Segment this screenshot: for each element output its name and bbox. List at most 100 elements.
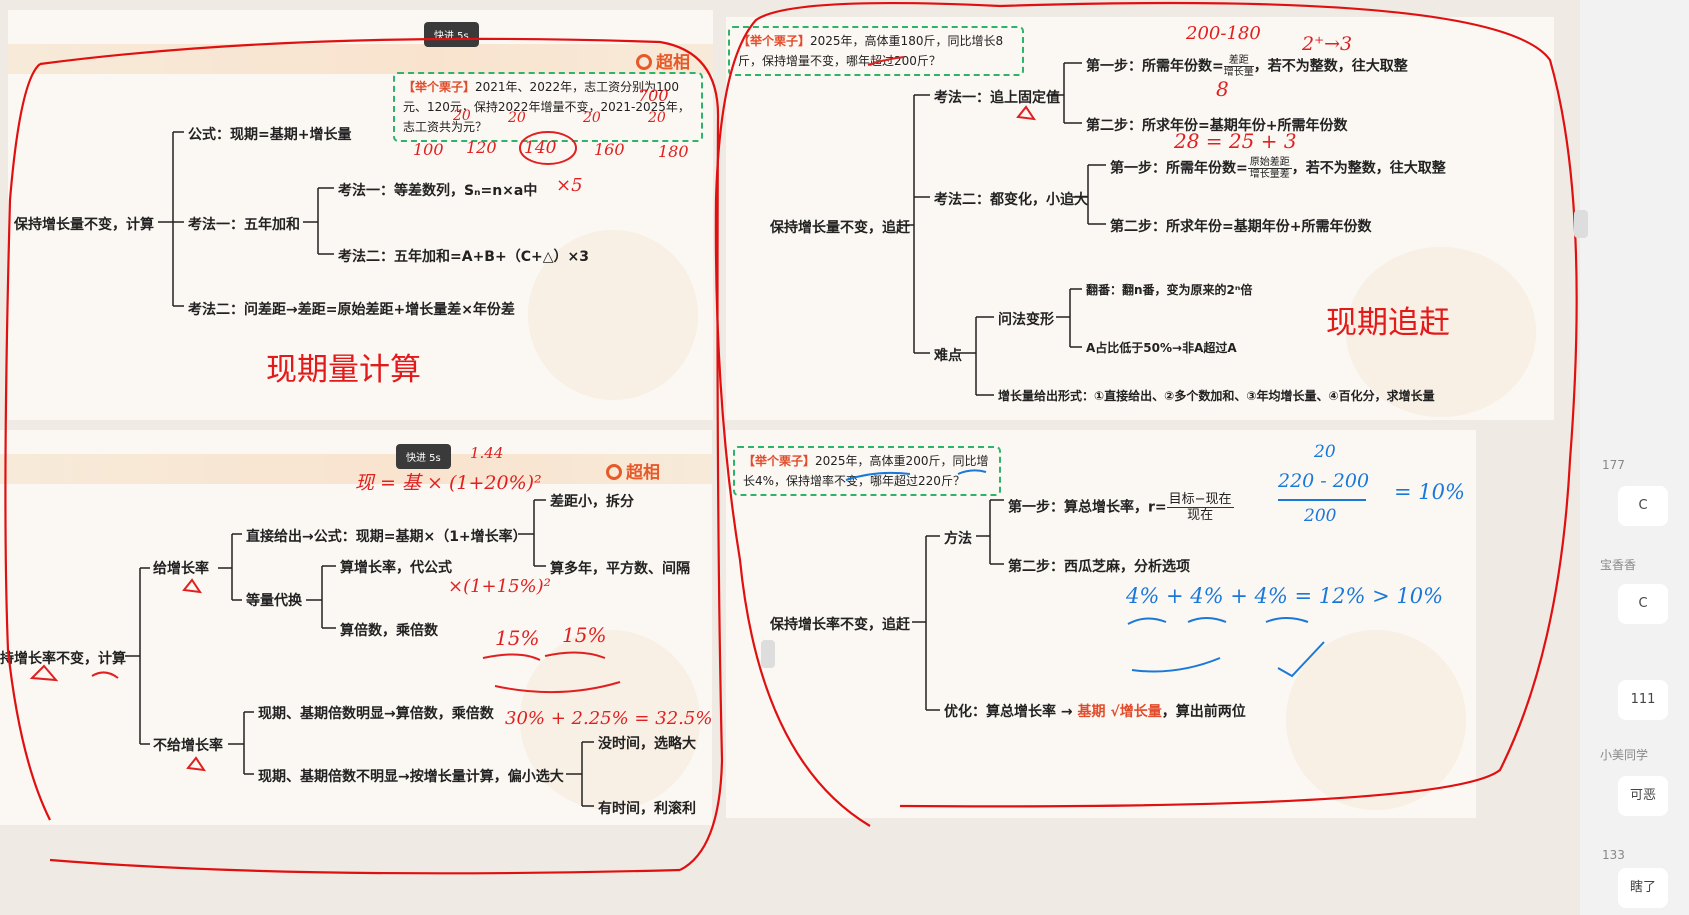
equiv-sub-2: 算倍数，乘倍数 xyxy=(340,623,438,639)
example-box: 【举个栗子】2025年，高体重200斤，同比增长4%，保持增率不变，哪年超过22… xyxy=(733,446,1001,496)
panel-top-right: 【举个栗子】2025年，高体重180斤，同比增长8斤，保持增量不变，哪年超过20… xyxy=(726,17,1554,420)
not-given-node: 不给增长率 xyxy=(153,738,223,754)
brand-text: 超相 xyxy=(626,463,660,483)
frac-den: 增长量差 xyxy=(1249,169,1290,180)
brand-logo: 超相 xyxy=(636,48,690,73)
wording-sub-1: 翻番：翻n番，变为原来的2ⁿ倍 xyxy=(1086,283,1253,297)
hw-20c: 20 xyxy=(583,110,601,126)
brand-text: 超相 xyxy=(656,53,690,73)
fast-forward-button[interactable]: 快进 5s xyxy=(396,444,451,469)
step2b: 第二步：所求年份=基期年份+所需年份数 xyxy=(1110,219,1372,235)
example-box: 【举个栗子】2021年、2022年，志工资分别为100元、120元，保持2022… xyxy=(393,72,703,142)
opt-text: 优化：算总增长率 → xyxy=(944,704,1073,720)
hw-100: 100 xyxy=(413,140,444,159)
method1-node: 考法一：五年加和 xyxy=(188,217,300,233)
method1-sub-a: 考法一：等差数列，Sₙ=n×a中 xyxy=(338,183,538,199)
hw-8: 8 xyxy=(1216,77,1229,101)
step1a-text: 第一步：所需年份数= xyxy=(1086,58,1224,75)
method2-node: 考法二：问差距→差距=原始差距+增长量差×年份差 xyxy=(188,302,515,318)
formula-node: 公式：现期=基期+增长量 xyxy=(188,127,352,143)
hw-160: 160 xyxy=(594,140,625,159)
hw-20d: 20 xyxy=(648,110,666,126)
hw-220-200: 220 - 200 xyxy=(1278,470,1370,492)
equiv-sub-1: 算增长率，代公式 xyxy=(340,560,452,576)
frac-num: 目标−现在 xyxy=(1166,492,1234,508)
section-title: 现期追赶 xyxy=(1326,305,1450,341)
example-box: 【举个栗子】2025年，高体重180斤，同比增长8斤，保持增量不变，哪年超过20… xyxy=(728,26,1024,76)
logo-icon xyxy=(636,54,652,70)
not-given-sub-2: 现期、基期倍数不明显→按增长量计算，偏小选大 xyxy=(258,769,564,785)
speed-label: 快进 5s xyxy=(406,453,441,464)
hw-2-to-3: 2⁺→3 xyxy=(1302,33,1353,55)
direct-sub-2: 算多年，平方数、间隔 xyxy=(550,561,690,577)
method-node: 方法 xyxy=(944,531,972,547)
frac-num: 差距 xyxy=(1223,55,1254,67)
chat-bubble: 瞎了 xyxy=(1618,868,1668,908)
direct-node: 直接给出→公式：现期=基期×（1+增长率） xyxy=(246,529,527,545)
hw-10pct: = 10% xyxy=(1394,480,1465,504)
hw-180: 180 xyxy=(658,142,689,161)
chat-bubble: C xyxy=(1618,486,1668,526)
example-tag: 【举个栗子】 xyxy=(743,454,816,468)
difficulty-node: 难点 xyxy=(934,348,962,364)
not-given-sub-1: 现期、基期倍数明显→算倍数，乘倍数 xyxy=(258,706,494,722)
hw-20b: 20 xyxy=(508,110,526,126)
fast-forward-button[interactable]: 快进 5s xyxy=(424,22,479,47)
step2a-end: ，若不为整数，往大取整 xyxy=(1291,160,1446,177)
n2-sub-b: 有时间，利滚利 xyxy=(598,801,696,817)
hw-formula: 现 = 基 × (1+20%)² xyxy=(355,472,542,494)
method1-node: 考法一：追上固定值 xyxy=(934,90,1060,106)
step1-text: 第一步：算总增长率，r= xyxy=(1008,499,1167,516)
tree-root: 保持增长量不变，追赶 xyxy=(770,220,910,236)
frac-num: 原始差距 xyxy=(1247,157,1292,169)
example-tag: 【举个栗子】 xyxy=(403,80,476,94)
scroll-handle[interactable] xyxy=(761,640,775,668)
hw-times5: ×5 xyxy=(556,175,583,196)
hw-28: 28 = 25 + 3 xyxy=(1174,129,1297,153)
hw-15a: 15% xyxy=(495,626,540,650)
hw-700: 700 xyxy=(638,86,669,105)
wording-node: 问法变形 xyxy=(998,312,1054,328)
hw-20: 20 xyxy=(1314,442,1336,462)
hw-sum: 30% + 2.25% = 32.5% xyxy=(505,708,712,729)
tree-root: 保持增长率不变，追赶 xyxy=(770,617,910,633)
hw-20a: 20 xyxy=(453,108,471,124)
logo-icon xyxy=(606,464,622,480)
banner xyxy=(8,44,713,74)
step2a-text: 第一步：所需年份数= xyxy=(1110,160,1248,177)
chat-sidebar xyxy=(1580,0,1689,915)
hw-times-115: ×(1+15%)² xyxy=(448,576,551,597)
equiv-node: 等量代换 xyxy=(246,593,302,609)
fraction: 差距增长量 xyxy=(1223,55,1254,78)
method1-sub-b: 考法二：五年加和=A+B+（C+△）×3 xyxy=(338,249,589,265)
frac-den: 现在 xyxy=(1187,508,1214,523)
hw-200: 200 xyxy=(1304,506,1337,526)
panel-bottom-left: 快进 5s 超相 持增长率不变，计算 给增长率 直接给出→公式：现期=基期×（1… xyxy=(0,430,712,825)
speed-label: 快进 5s xyxy=(434,31,469,42)
mascot-watermark xyxy=(1286,630,1466,810)
example-tag: 【举个栗子】 xyxy=(738,34,811,48)
hw-15b: 15% xyxy=(562,623,607,647)
chat-bubble: C xyxy=(1618,584,1668,624)
hw-1-44: 1.44 xyxy=(470,444,504,462)
step1a-end: ，若不为整数，往大取整 xyxy=(1253,58,1408,75)
wording-sub-2: A占比低于50%→非A超过A xyxy=(1086,341,1237,355)
hw-sum: 4% + 4% + 4% = 12% > 10% xyxy=(1126,584,1444,608)
chat-time: 177 xyxy=(1602,458,1625,472)
hw-140: 140 xyxy=(524,138,557,158)
tree-root: 持增长率不变，计算 xyxy=(0,651,126,667)
chat-bubble: 可恶 xyxy=(1618,776,1668,816)
chat-time: 133 xyxy=(1602,848,1625,862)
chat-username: 宝香香 xyxy=(1600,558,1637,572)
chat-username: 小美同学 xyxy=(1600,748,1649,762)
left-section-title: 现期量计算 xyxy=(266,352,421,388)
opt-end: ，算出前两位 xyxy=(1161,704,1246,720)
brand-logo: 超相 xyxy=(606,458,660,483)
forms-node: 增长量给出形式：①直接给出、②多个数加和、③年均增长量、④百化分，求增长量 xyxy=(998,389,1435,403)
method2-node: 考法二：都变化，小追大 xyxy=(934,192,1088,208)
optimize-node: 优化：算总增长率 → 基期 √增长量，算出前两位 xyxy=(944,701,1246,721)
scroll-handle[interactable] xyxy=(1574,210,1588,238)
hw-200-180: 200-180 xyxy=(1186,23,1261,44)
direct-sub-1: 差距小，拆分 xyxy=(550,494,634,510)
panel-bottom-right: 【举个栗子】2025年，高体重200斤，同比增长4%，保持增率不变，哪年超过22… xyxy=(726,430,1476,818)
